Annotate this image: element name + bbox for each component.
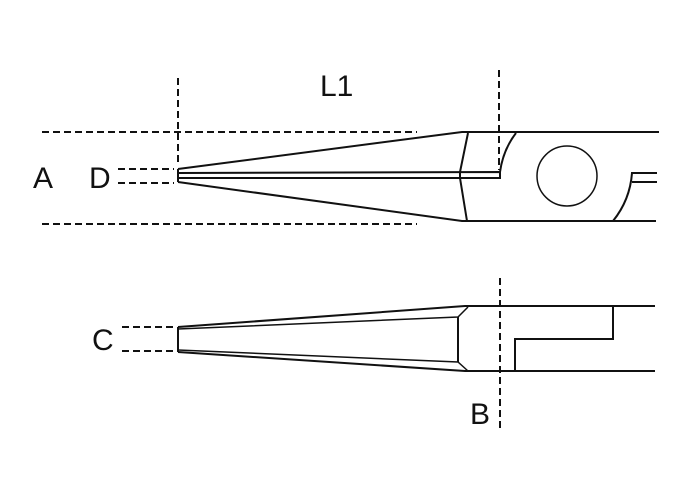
label-l1: L1	[320, 70, 354, 103]
pivot-circle	[536, 145, 598, 207]
jaw-lower-outline	[177, 181, 656, 222]
label-d: D	[89, 162, 111, 195]
side-step	[514, 306, 614, 371]
side-jaw-upper	[177, 305, 655, 328]
label-b: B	[470, 398, 491, 431]
side-jaw-lower	[177, 351, 655, 372]
joint-arc-lower	[612, 172, 657, 222]
label-a: A	[33, 162, 54, 195]
jaw-upper-outline	[177, 131, 659, 170]
jaw-bevel-line	[459, 132, 469, 222]
joint-arc-upper	[499, 132, 517, 173]
side-bevel-upper	[177, 306, 469, 330]
top-view	[42, 70, 659, 225]
label-c: C	[92, 324, 114, 357]
side-view	[122, 278, 655, 432]
jaw-gap-upper	[177, 170, 501, 179]
